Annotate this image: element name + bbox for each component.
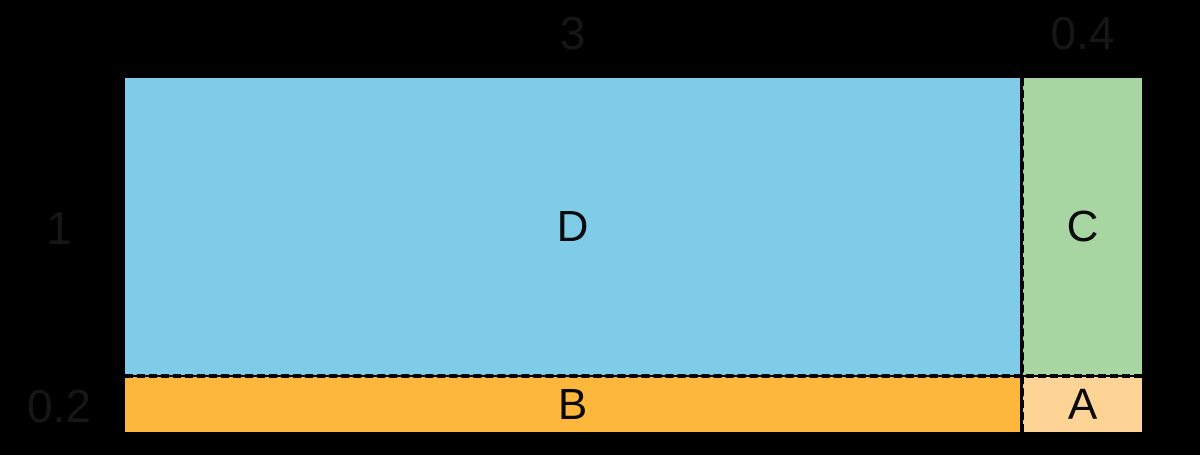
area-model-rectangle: D C B A	[125, 78, 1142, 432]
region-a[interactable]: A	[1023, 377, 1142, 432]
region-c-label: C	[1066, 201, 1099, 251]
region-b[interactable]: B	[125, 377, 1020, 432]
region-a-label: A	[1067, 379, 1098, 429]
region-d[interactable]: D	[125, 78, 1020, 375]
region-c[interactable]: C	[1023, 78, 1142, 375]
region-b-label: B	[557, 379, 588, 429]
dimension-label-left-short: 0.2	[27, 380, 91, 432]
dimension-label-top-width: 3	[559, 7, 586, 59]
region-d-label: D	[556, 201, 589, 251]
dimension-label-top-narrow: 0.4	[1050, 7, 1115, 59]
dimension-label-left-tall: 1	[46, 202, 72, 254]
